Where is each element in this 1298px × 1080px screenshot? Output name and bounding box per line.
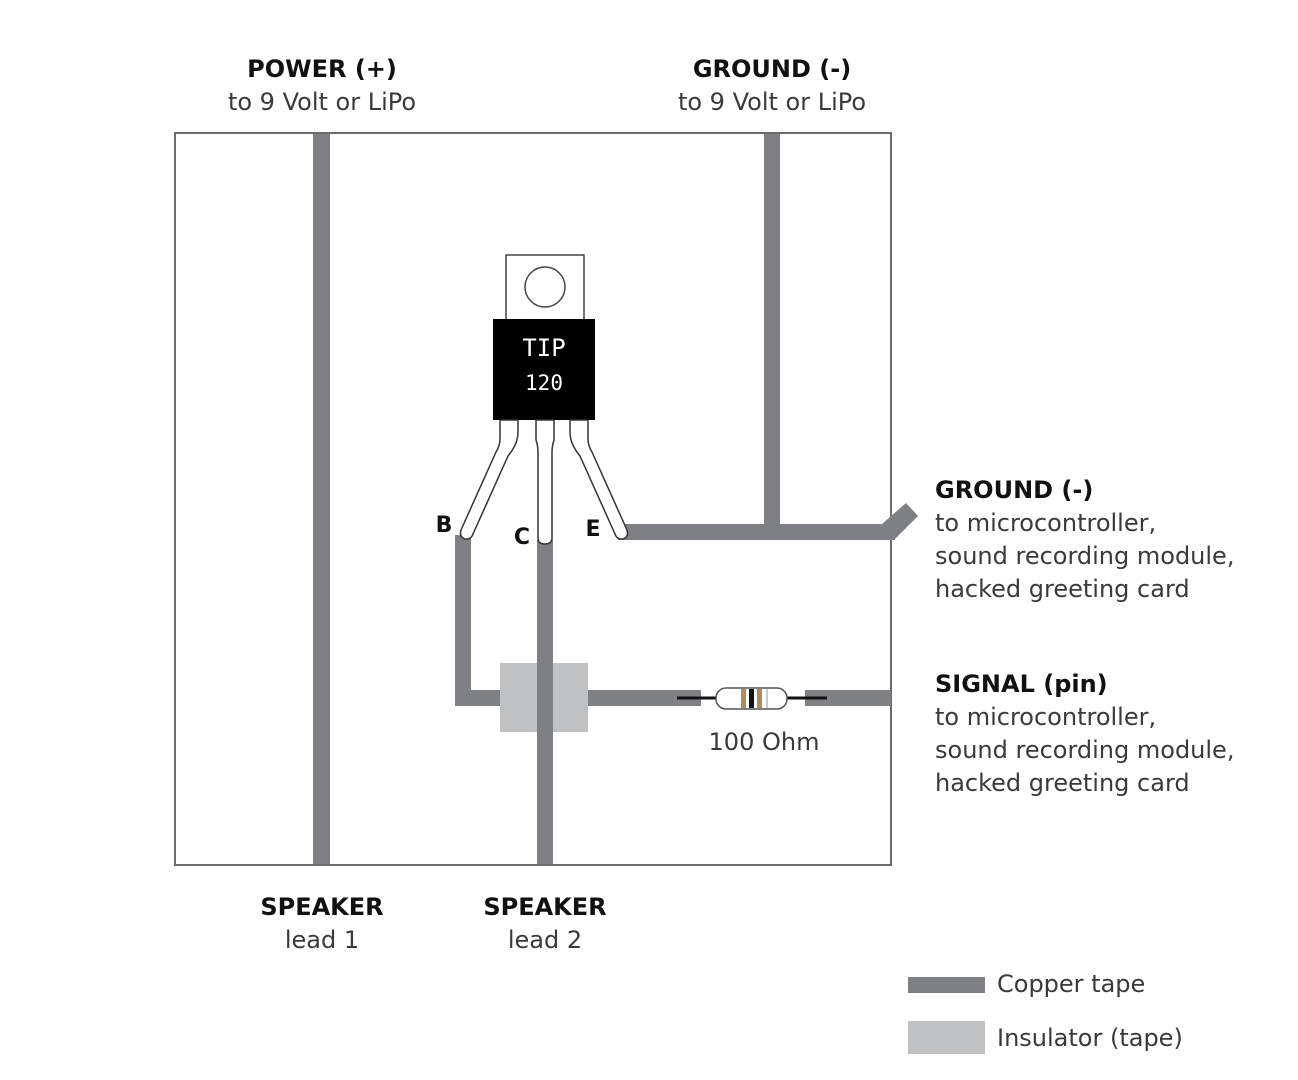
speaker2-sub: lead 2 — [508, 926, 582, 954]
power-label-title: POWER (+) — [247, 55, 397, 83]
resistor-band-1 — [741, 689, 746, 708]
chip-label-line2: 120 — [525, 371, 563, 395]
signal-title: SIGNAL (pin) — [935, 670, 1108, 698]
ground-battery-label: GROUND (-) to 9 Volt or LiPo — [678, 55, 866, 116]
resistor-band-2 — [749, 689, 754, 708]
signal-line-1: to microcontroller, — [935, 703, 1156, 731]
chip-label-line1: TIP — [522, 334, 565, 362]
transistor-legs — [459, 419, 629, 545]
ground-battery-label-sub: to 9 Volt or LiPo — [678, 88, 866, 116]
ground-battery-label-title: GROUND (-) — [693, 55, 851, 83]
signal-line-3: hacked greeting card — [935, 769, 1190, 797]
resistor-100-ohm: 100 Ohm — [677, 687, 827, 756]
legend-swatch-copper — [908, 977, 985, 993]
legend-swatch-insulator — [908, 1021, 985, 1054]
ground-output-tab — [882, 503, 918, 540]
resistor-label: 100 Ohm — [709, 728, 820, 756]
pin-label-collector: C — [514, 525, 530, 550]
base-leg — [459, 419, 519, 540]
pin-label-emitter: E — [585, 517, 600, 542]
emitter-leg — [569, 419, 629, 540]
legend-label-insulator: Insulator (tape) — [997, 1024, 1183, 1052]
speaker1-title: SPEAKER — [260, 893, 383, 921]
speaker-lead-2-label: SPEAKER lead 2 — [483, 893, 606, 954]
ground-output-title: GROUND (-) — [935, 476, 1093, 504]
speaker1-sub: lead 1 — [285, 926, 359, 954]
power-strip — [313, 134, 330, 864]
speaker-lead-1-label: SPEAKER lead 1 — [260, 893, 383, 954]
ground-output-label: GROUND (-) to microcontroller, sound rec… — [935, 476, 1234, 603]
ground-output-line-2: sound recording module, — [935, 542, 1234, 570]
speaker2-title: SPEAKER — [483, 893, 606, 921]
legend: Copper tape Insulator (tape) — [908, 970, 1183, 1054]
mounting-hole — [524, 266, 566, 308]
collector-strip — [537, 540, 553, 864]
power-label-sub: to 9 Volt or LiPo — [228, 88, 416, 116]
chip-body — [493, 319, 595, 420]
power-label: POWER (+) to 9 Volt or LiPo — [228, 55, 416, 116]
resistor-band-3 — [757, 689, 762, 708]
base-strip-vertical — [455, 535, 471, 706]
collector-leg — [535, 419, 555, 545]
ground-output-line-3: hacked greeting card — [935, 575, 1190, 603]
ground-battery-strip — [764, 134, 780, 530]
pin-label-base: B — [436, 513, 453, 538]
ground-output-line-1: to microcontroller, — [935, 509, 1156, 537]
legend-label-copper: Copper tape — [997, 970, 1145, 998]
emitter-ground-strip — [618, 524, 895, 540]
signal-line-2: sound recording module, — [935, 736, 1234, 764]
signal-strip — [805, 690, 891, 706]
signal-label: SIGNAL (pin) to microcontroller, sound r… — [935, 670, 1234, 797]
tip120-transistor: TIP 120 B C E — [436, 254, 629, 550]
resistor-band-4 — [766, 689, 768, 708]
